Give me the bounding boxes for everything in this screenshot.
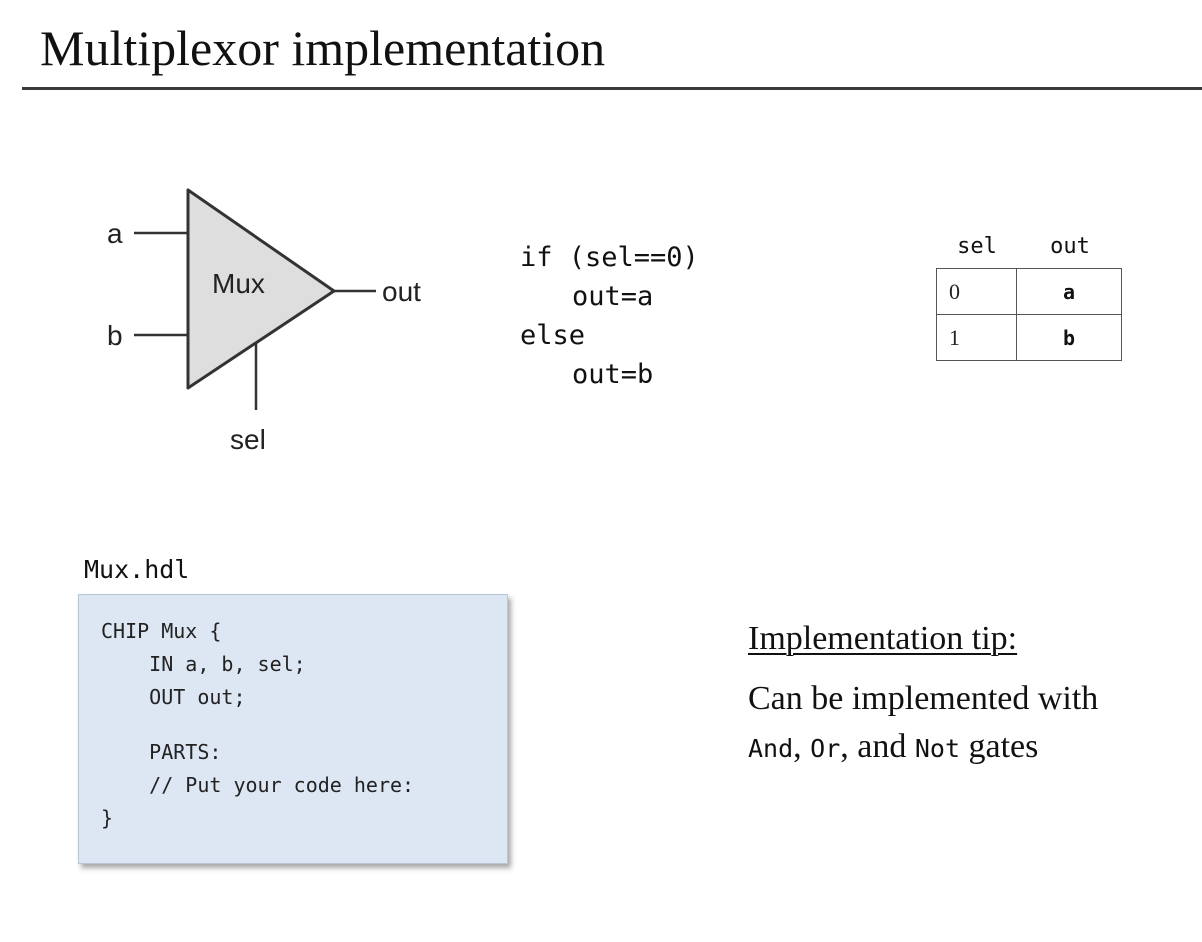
table-row: 1 b [936,314,1122,361]
pseudocode-line: if (sel==0) [520,242,699,273]
hdl-filename: Mux.hdl [84,555,190,584]
hdl-code-box: CHIP Mux { IN a, b, sel; OUT out; PARTS:… [78,594,508,864]
pseudocode-line: out=b [572,359,654,390]
truth-table-header-out: out [1050,234,1090,259]
input-a-label: a [107,218,123,249]
truth-table-cell-sel: 0 [936,268,1017,315]
tip-line-2: And, Or, and Not gates [748,723,1098,773]
tip-separator: , [793,728,811,765]
output-label: out [382,276,421,307]
code-line: } [101,806,114,830]
mux-diagram: Mux a b out sel [107,188,421,455]
truth-table-cell-sel: 1 [936,314,1017,361]
code-line: // Put your code here: [101,773,415,797]
code-blank-line [101,714,507,736]
truth-table-header: sel out [936,228,1124,268]
tip-gate-or: Or [810,734,841,763]
tip-body: Can be implemented with And, Or, and Not… [748,675,1098,773]
mux-gate-label: Mux [212,268,265,299]
truth-table: sel out 0 a 1 b [936,228,1124,361]
tip-title: Implementation tip: [748,620,1018,657]
select-label: sel [230,424,266,455]
table-row: 0 a [936,268,1122,315]
input-b-label: b [107,320,123,351]
title-divider [22,87,1202,90]
pseudocode-line: else [520,320,586,351]
truth-table-cell-out: a [1016,268,1122,315]
truth-table-grid: 0 a 1 b [936,268,1122,361]
tip-separator: , and [840,728,915,765]
tip-gate-not: Not [914,734,961,763]
truth-table-header-sel: sel [957,234,997,259]
code-line: IN a, b, sel; [101,652,306,676]
tip-gate-and: And [748,734,794,763]
mux-gate-shape [186,188,336,390]
slide-title: Multiplexor implementation [40,20,606,76]
tip-suffix: gates [960,728,1039,765]
pseudocode-block: if (sel==0) out=a else out=b [520,238,699,394]
code-line: PARTS: [101,740,222,764]
code-line: CHIP Mux { [101,619,222,643]
truth-table-cell-out: b [1016,314,1122,361]
code-line: OUT out; [101,685,246,709]
pseudocode-line: out=a [572,281,654,312]
tip-line-1: Can be implemented with [748,680,1099,717]
